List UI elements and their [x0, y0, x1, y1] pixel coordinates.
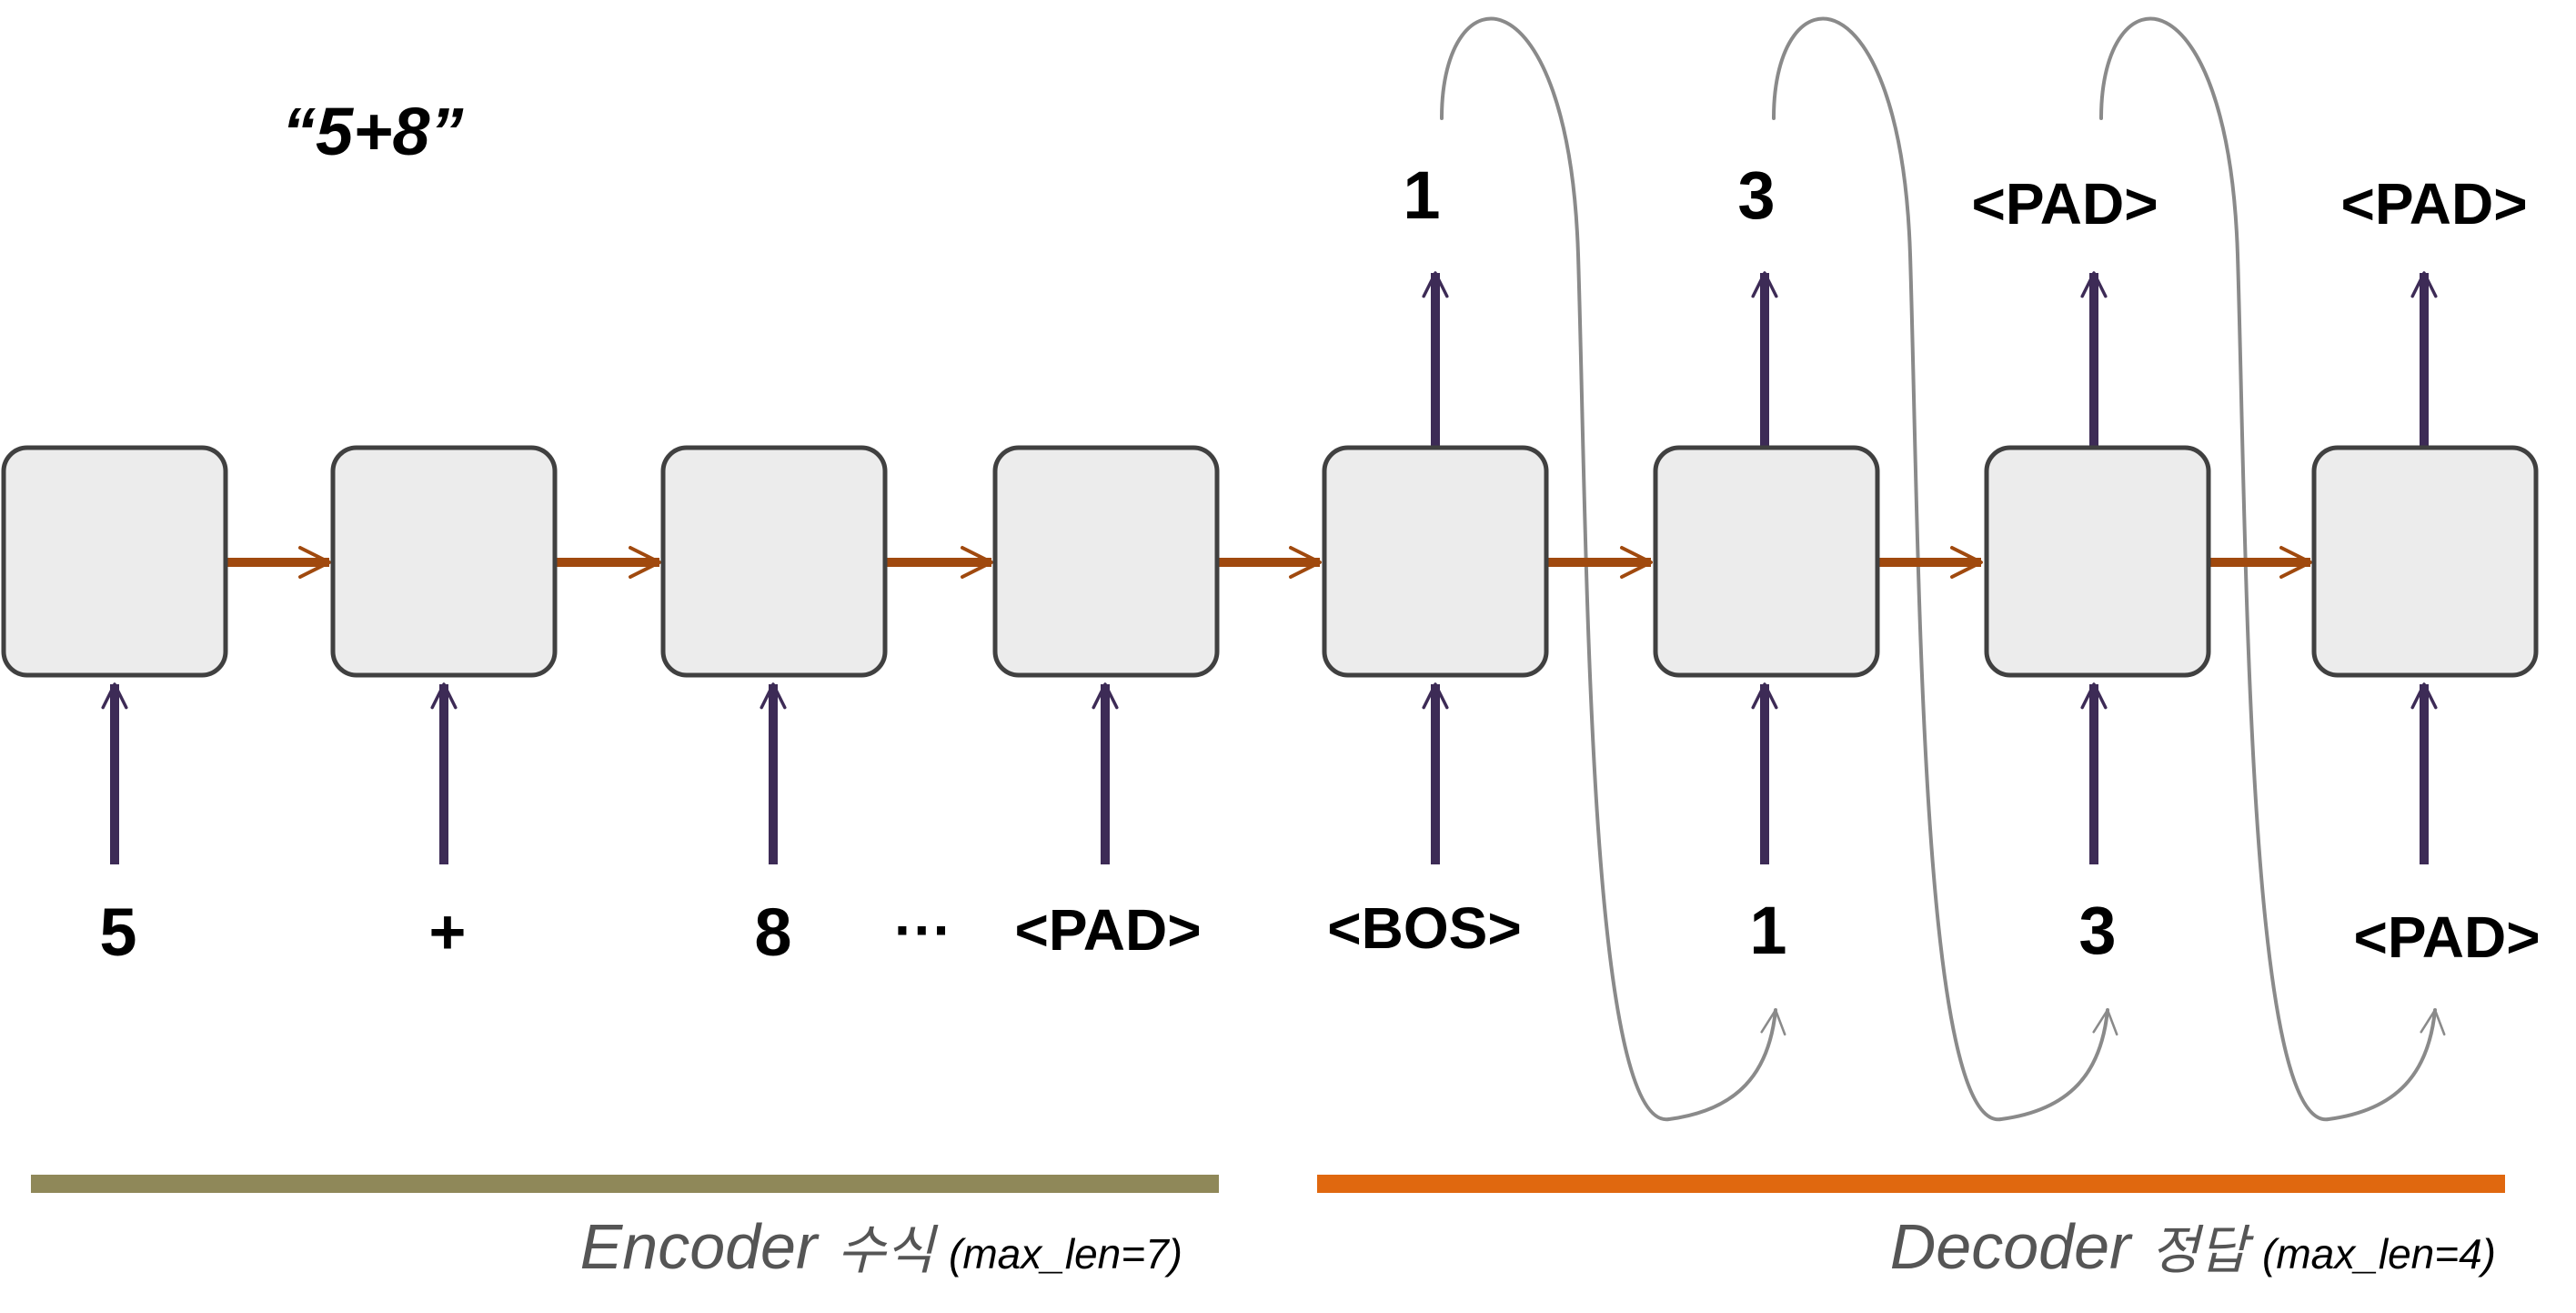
encoder-label: Encoder 수식 (max_len=7) — [580, 1211, 1182, 1282]
decoder-input-token: <BOS> — [1327, 895, 1521, 961]
encoder-cell-4 — [992, 445, 1220, 678]
encoder-cell-3 — [660, 445, 888, 678]
decoder-output-token: <PAD> — [1971, 171, 2158, 237]
decoder-input-token: 3 — [2078, 893, 2116, 968]
output-arrows — [1422, 271, 2438, 446]
decoder-label: Decoder 정답 (max_len=4) — [1890, 1211, 2496, 1282]
input-arrows — [101, 682, 2438, 864]
encoder-cell-2 — [330, 445, 558, 678]
encoder-bar — [31, 1175, 1219, 1193]
decoder-label-name: Decoder — [1890, 1211, 2133, 1282]
decoder-bar — [1317, 1175, 2505, 1193]
encoder-input-token: 5 — [99, 894, 136, 970]
decoder-cell-1 — [1322, 445, 1549, 678]
encoder-max-len: (max_len=7) — [949, 1230, 1182, 1278]
decoder-input-tokens: <BOS> 1 3 <PAD> — [1327, 893, 2540, 970]
encoder-label-korean: 수식 — [837, 1221, 938, 1280]
decoder-output-token: 3 — [1737, 157, 1775, 233]
diagram-title: “5+8” — [282, 94, 464, 169]
decoder-max-len: (max_len=4) — [2262, 1230, 2496, 1278]
encoder-input-token: + — [429, 896, 467, 967]
encoder-label-name: Encoder — [580, 1211, 820, 1282]
ellipsis: ··· — [894, 897, 952, 963]
feedback-arrow-1 — [1440, 16, 1786, 1122]
feedback-arrow-2 — [1772, 16, 2118, 1122]
decoder-cell-2 — [1653, 445, 1880, 678]
decoder-cell-3 — [1984, 445, 2211, 678]
decoder-input-token: <PAD> — [2353, 904, 2540, 970]
decoder-label-korean: 정답 — [2150, 1221, 2254, 1280]
decoder-cell-4 — [2311, 445, 2539, 678]
feedback-arrows — [1440, 16, 2446, 1122]
decoder-output-token: <PAD> — [2340, 171, 2527, 237]
encoder-input-token: <PAD> — [1014, 897, 1201, 963]
rnn-cells — [1, 445, 2539, 678]
feedback-arrow-3 — [2099, 16, 2446, 1122]
decoder-output-token: 1 — [1403, 157, 1440, 233]
decoder-input-token: 1 — [1749, 893, 1786, 968]
encoder-input-token: 8 — [754, 894, 791, 970]
encoder-input-tokens: 5 + 8 <PAD> ··· — [99, 894, 1201, 970]
encoder-cell-1 — [1, 445, 228, 678]
decoder-output-tokens: 1 3 <PAD> <PAD> — [1403, 157, 2527, 237]
